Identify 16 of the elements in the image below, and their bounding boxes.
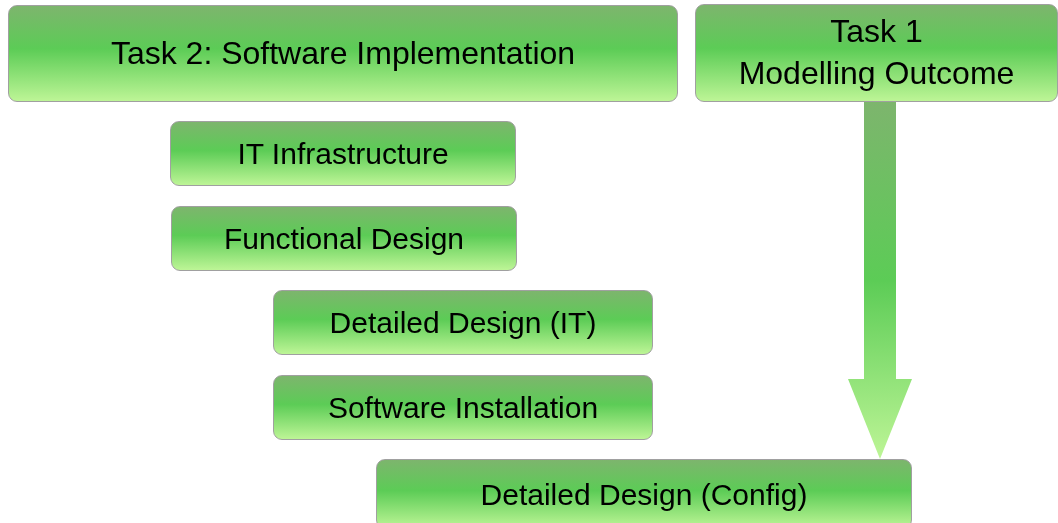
box-label: Task 1 — [830, 12, 923, 52]
process-box — [8, 5, 678, 102]
process-box — [171, 206, 517, 271]
process-box — [695, 4, 1058, 102]
box-label: Detailed Design (Config) — [480, 476, 808, 513]
box-label: Functional Design — [223, 221, 465, 257]
process-box — [376, 459, 912, 523]
process-box — [273, 375, 653, 440]
box-label: Task 2: Software Implementation — [110, 33, 576, 73]
process-box — [170, 121, 516, 186]
box-label: Software Installation — [327, 390, 599, 426]
box-label: IT Infrastructure — [237, 136, 449, 172]
box-label: Detailed Design (IT) — [329, 305, 597, 341]
box-label: Modelling Outcome — [738, 54, 1015, 93]
process-box — [273, 290, 653, 355]
block-arrow — [848, 102, 912, 459]
